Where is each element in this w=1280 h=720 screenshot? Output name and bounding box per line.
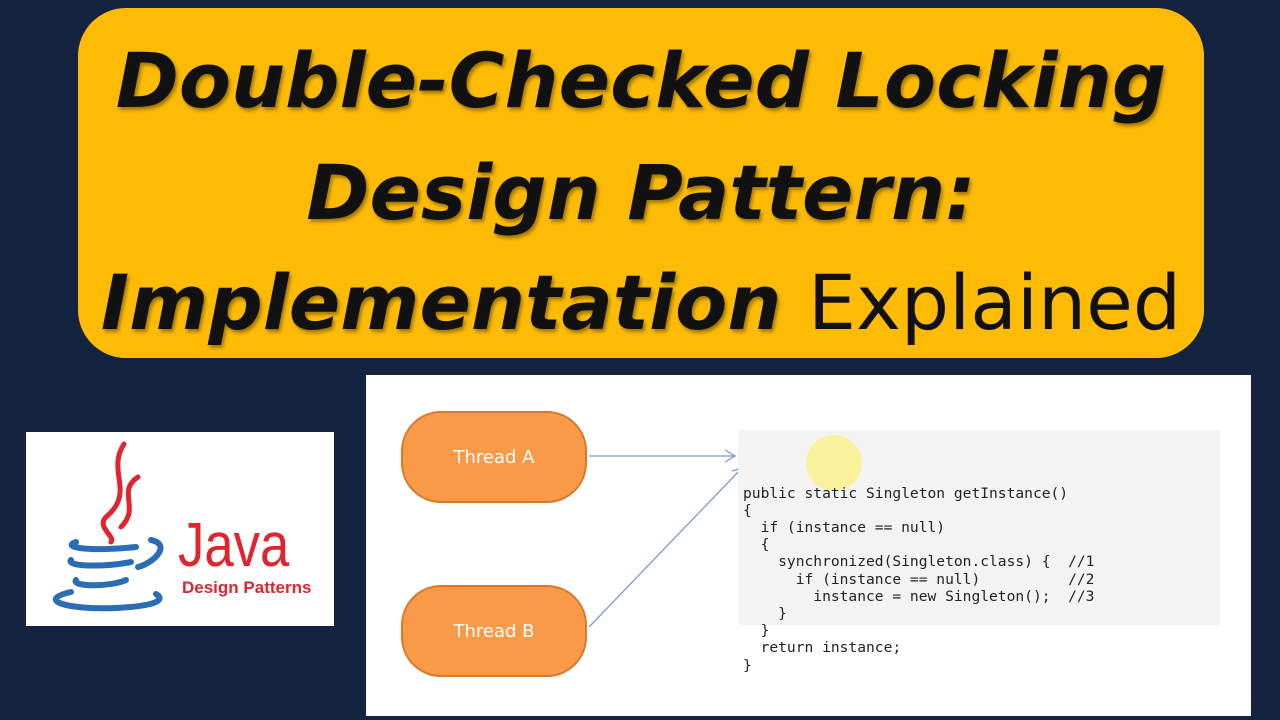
title-line-1: Double-Checked Locking (115, 36, 1167, 125)
title-explained: Explained (807, 258, 1182, 347)
thread-b-node: Thread B (401, 585, 587, 677)
diagram-panel: Thread A Thread B public static Singleto… (366, 375, 1251, 716)
code-snippet: public static Singleton getInstance() { … (743, 484, 1095, 674)
arrow-thread-a (589, 449, 737, 463)
code-box: public static Singleton getInstance() { … (738, 430, 1220, 674)
thread-a-node: Thread A (401, 411, 587, 503)
java-wordmark: Java (178, 511, 290, 580)
title-banner: Double-Checked Locking Design Pattern: I… (78, 8, 1204, 358)
title-line-2: Design Pattern: (306, 148, 976, 237)
java-logo: Java Design Patterns (26, 432, 334, 626)
java-cup-icon (52, 441, 164, 612)
title-implementation: Implementation (100, 258, 782, 347)
arrow-thread-b (588, 467, 743, 628)
title-line-3: Implementation Explained (78, 258, 1204, 347)
java-subtitle: Design Patterns (182, 578, 312, 597)
cursor-highlight (806, 435, 862, 491)
